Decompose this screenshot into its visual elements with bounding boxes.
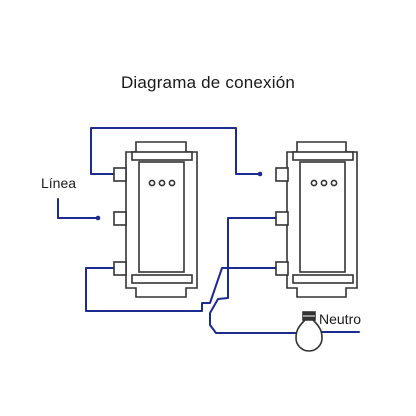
- terminal-screw: [113, 167, 127, 182]
- neutral-label: Neutro: [319, 311, 362, 327]
- line-label: Línea: [41, 175, 77, 191]
- switch-rocker: [138, 161, 185, 273]
- indicator-dot: [320, 179, 328, 187]
- switch-rocker: [299, 161, 346, 273]
- indicator-dot: [158, 179, 166, 187]
- indicator-dot: [310, 179, 318, 187]
- wire-traveler-top: [90, 127, 261, 175]
- terminal-screw: [275, 167, 289, 182]
- switch-bottom-strap: [292, 274, 354, 284]
- indicator-dot: [148, 179, 156, 187]
- indicator-dot: [168, 179, 176, 187]
- indicator-dot: [330, 179, 338, 187]
- terminal-screw: [275, 261, 289, 276]
- light-bulb-icon: [295, 311, 323, 352]
- wire-to-lamp: [209, 217, 302, 334]
- switch-bottom-strap: [131, 274, 193, 284]
- switch-left: [113, 141, 198, 298]
- bulb-glass: [295, 319, 323, 352]
- switch-right: [275, 141, 358, 298]
- diagram-title: Diagrama de conexión: [120, 73, 296, 92]
- wires: [57, 127, 360, 334]
- terminal-screw: [113, 261, 127, 276]
- terminal-screw: [113, 211, 127, 226]
- terminal-dot: [95, 215, 101, 221]
- switch-top-strap: [131, 151, 193, 161]
- switch-top-strap: [292, 151, 354, 161]
- wire-line-feed: [57, 198, 98, 219]
- terminal-dot: [257, 171, 263, 177]
- wire-traveler-bottom: [85, 267, 276, 312]
- terminal-screw: [275, 211, 289, 226]
